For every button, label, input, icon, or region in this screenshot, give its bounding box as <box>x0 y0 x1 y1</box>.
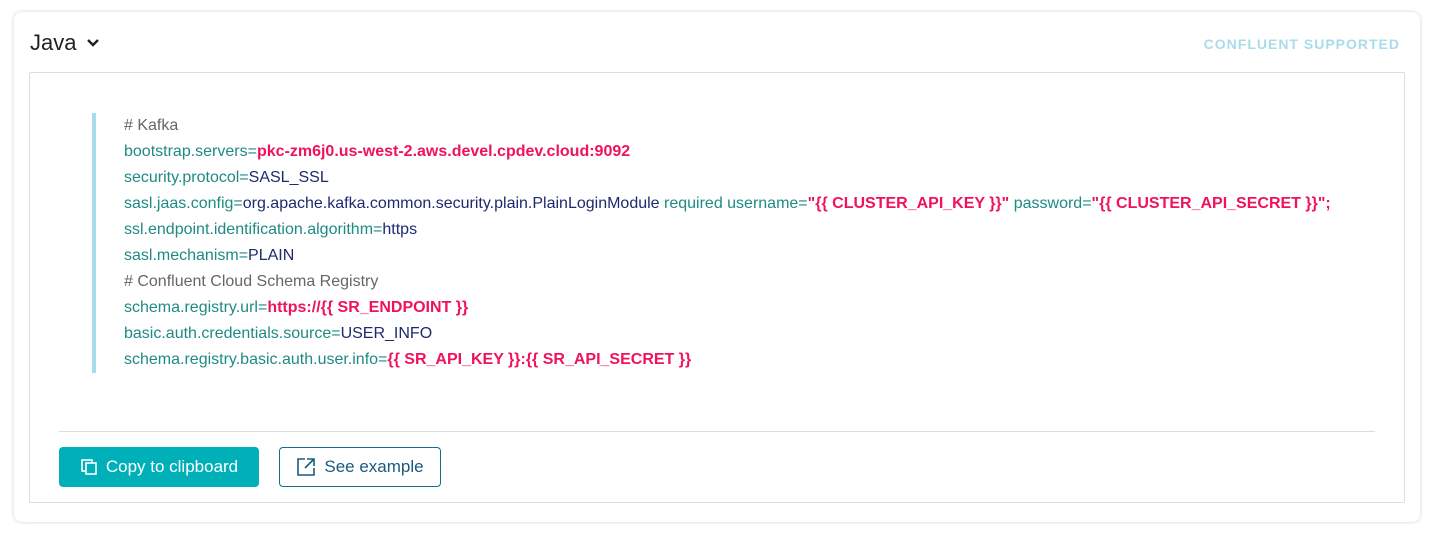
code-line: sasl.jaas.config=org.apache.kafka.common… <box>124 191 1344 217</box>
copy-to-clipboard-button[interactable]: Copy to clipboard <box>59 447 259 487</box>
code-line: sasl.mechanism=PLAIN <box>124 243 1344 269</box>
code-line: ssl.endpoint.identification.algorithm=ht… <box>124 217 1344 243</box>
config-snippet-card: Java CONFLUENT SUPPORTED # Kafka bootstra… <box>14 12 1420 522</box>
code-token: PLAIN <box>248 247 295 264</box>
code-token: https <box>382 221 418 238</box>
language-dropdown[interactable]: Java <box>30 30 100 56</box>
language-label: Java <box>30 30 77 55</box>
external-link-icon <box>297 458 316 476</box>
chevron-down-icon <box>87 39 100 47</box>
code-token: required username= <box>659 195 808 212</box>
code-token: {{ SR_API_KEY }}:{{ SR_API_SECRET }} <box>387 351 692 368</box>
code-token: security.protocol= <box>124 169 249 186</box>
code-token: bootstrap.servers= <box>124 143 257 160</box>
see-example-label: See example <box>324 457 424 476</box>
code-token: password= <box>1009 195 1092 212</box>
code-token: schema.registry.basic.auth.user.info= <box>124 351 388 368</box>
code-token: pkc-zm6j0.us-west-2.aws.devel.cpdev.clou… <box>256 143 631 160</box>
copy-icon <box>81 459 97 475</box>
see-example-button[interactable]: See example <box>279 447 441 487</box>
code-token: sasl.mechanism= <box>124 247 249 264</box>
code-line: # Confluent Cloud Schema Registry <box>124 269 1344 295</box>
code-line: basic.auth.credentials.source=USER_INFO <box>124 321 1344 347</box>
support-badge: CONFLUENT SUPPORTED <box>1203 36 1400 52</box>
code-line: # Kafka <box>124 113 1344 139</box>
code-line: security.protocol=SASL_SSL <box>124 165 1344 191</box>
code-token: ssl.endpoint.identification.algorithm= <box>124 221 383 238</box>
code-line: schema.registry.basic.auth.user.info={{ … <box>124 347 1344 373</box>
code-token: # Kafka <box>124 117 179 134</box>
code-token: schema.registry.url= <box>124 299 268 316</box>
code-panel: # Kafka bootstrap.servers=pkc-zm6j0.us-we… <box>29 72 1405 503</box>
code-token: https://{{ SR_ENDPOINT }} <box>267 299 469 316</box>
code-token: "{{ CLUSTER_API_KEY }}" <box>807 195 1010 212</box>
copy-label: Copy to clipboard <box>105 457 239 476</box>
divider <box>59 431 1375 432</box>
code-token: SASL_SSL <box>248 169 329 186</box>
code-token: # Confluent Cloud Schema Registry <box>124 273 379 290</box>
code-block: # Kafka bootstrap.servers=pkc-zm6j0.us-we… <box>92 113 1344 373</box>
code-token: USER_INFO <box>340 325 433 342</box>
code-line: schema.registry.url=https://{{ SR_ENDPOI… <box>124 295 1344 321</box>
code-token: "{{ CLUSTER_API_SECRET }}"; <box>1091 195 1331 212</box>
code-token: basic.auth.credentials.source= <box>124 325 341 342</box>
code-token: sasl.jaas.config= <box>124 195 243 212</box>
code-token: org.apache.kafka.common.security.plain.P… <box>242 195 660 212</box>
code-line: bootstrap.servers=pkc-zm6j0.us-west-2.aw… <box>124 139 1344 165</box>
